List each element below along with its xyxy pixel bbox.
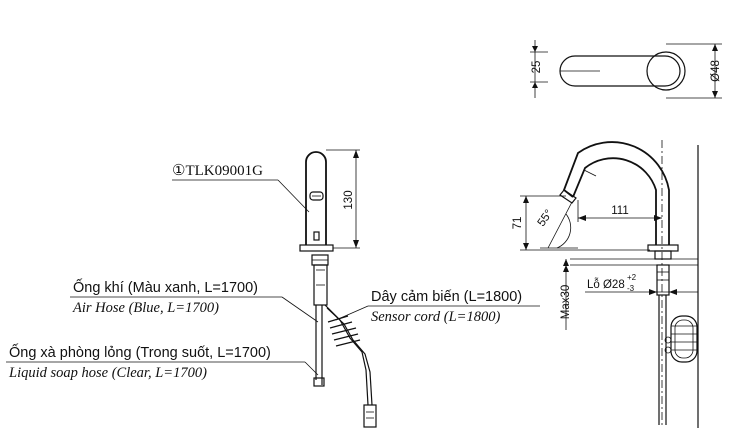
front-view: 130 (299, 149, 377, 428)
hole-diameter-dim: Lỗ Ø28 (587, 278, 625, 291)
hole-tol-minus: -3 (627, 284, 635, 293)
top-height-dim: 25 (531, 61, 543, 74)
top-diameter-dim: Ø48 (710, 60, 722, 82)
side-reach-dim: 111 (611, 205, 628, 217)
sensor-cord-label-en: Sensor cord (L=1800) (371, 309, 500, 325)
hole-tol-plus: +2 (627, 273, 637, 282)
soap-hose-callout: Ống xà phòng lỏng (Trong suốt, L=1700) L… (6, 343, 319, 381)
part-callout: ①TLK09001G (172, 163, 310, 213)
sensor-cord-callout: Dây cảm biến (L=1800) Sensor cord (L=180… (335, 289, 540, 325)
sensor-cord-label-vi: Dây cảm biến (L=1800) (371, 289, 522, 305)
side-max-dim: Max30 (560, 285, 572, 320)
air-hose-label-en: Air Hose (Blue, L=1700) (72, 300, 219, 316)
side-view: 55° 71 111 (512, 140, 699, 428)
top-view: 25 Ø48 (530, 40, 722, 99)
side-angle-dim: 55° (536, 208, 556, 229)
air-hose-label-vi: Ống khí (Màu xanh, L=1700) (73, 278, 258, 296)
side-cord-coil (664, 315, 698, 363)
soap-hose-label-en: Liquid soap hose (Clear, L=1700) (8, 365, 207, 381)
soap-hose-label-vi: Ống xà phòng lỏng (Trong suốt, L=1700) (9, 343, 271, 361)
side-height-dim: 71 (512, 217, 524, 230)
part-number-label: ①TLK09001G (172, 163, 263, 179)
air-hose-callout: Ống khí (Màu xanh, L=1700) Air Hose (Blu… (70, 278, 319, 323)
cable-tie-coil (327, 315, 361, 347)
front-height-dim: 130 (343, 190, 355, 209)
